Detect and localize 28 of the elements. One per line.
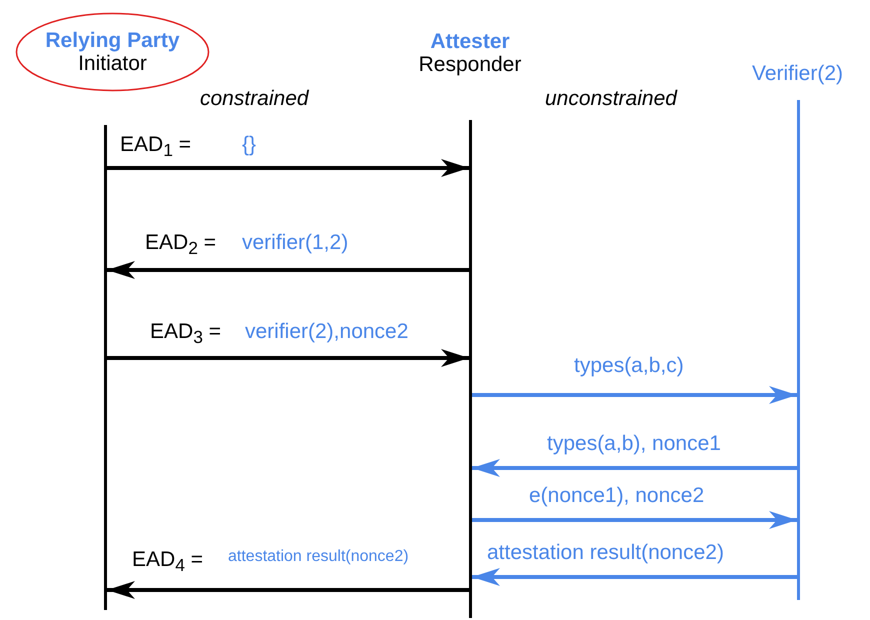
edge-label: {} — [240, 133, 258, 156]
message-name: EAD$_{1}$ = — [120, 133, 192, 160]
zone-label: unconstrained — [545, 87, 677, 110]
message-arrow — [107, 349, 469, 367]
participant-role: Initiator — [78, 52, 147, 76]
message-name: EAD$_{4}$ = — [132, 548, 204, 576]
edge-label: types(a,b), nonce1 — [545, 432, 723, 456]
edge-label: verifier(2),nonce2 — [243, 320, 410, 344]
message-arrow — [472, 511, 797, 529]
participant-name: Verifier(2) — [752, 62, 844, 86]
message-arrow — [107, 261, 469, 279]
zone-label: constrained — [200, 87, 309, 110]
participant-role: Responder — [418, 53, 522, 76]
edge-label: attestation result(nonce2) — [226, 548, 411, 566]
message-arrow — [107, 159, 469, 177]
message-arrow — [107, 581, 469, 599]
message-arrow — [472, 459, 797, 477]
lifeline — [797, 100, 800, 600]
message-arrow — [472, 386, 797, 404]
edge-label: attestation result(nonce2) — [485, 541, 726, 564]
participant-name: Attester — [430, 30, 510, 53]
message-name: EAD$_{2}$ = — [145, 231, 216, 258]
participant-name: Relying Party — [45, 28, 180, 52]
lifeline — [104, 125, 107, 610]
edge-label: e(nonce1), nonce2 — [527, 484, 706, 508]
message-arrow — [472, 568, 797, 586]
lifeline — [469, 120, 472, 618]
message-name: EAD$_{3}$ = — [150, 320, 222, 348]
